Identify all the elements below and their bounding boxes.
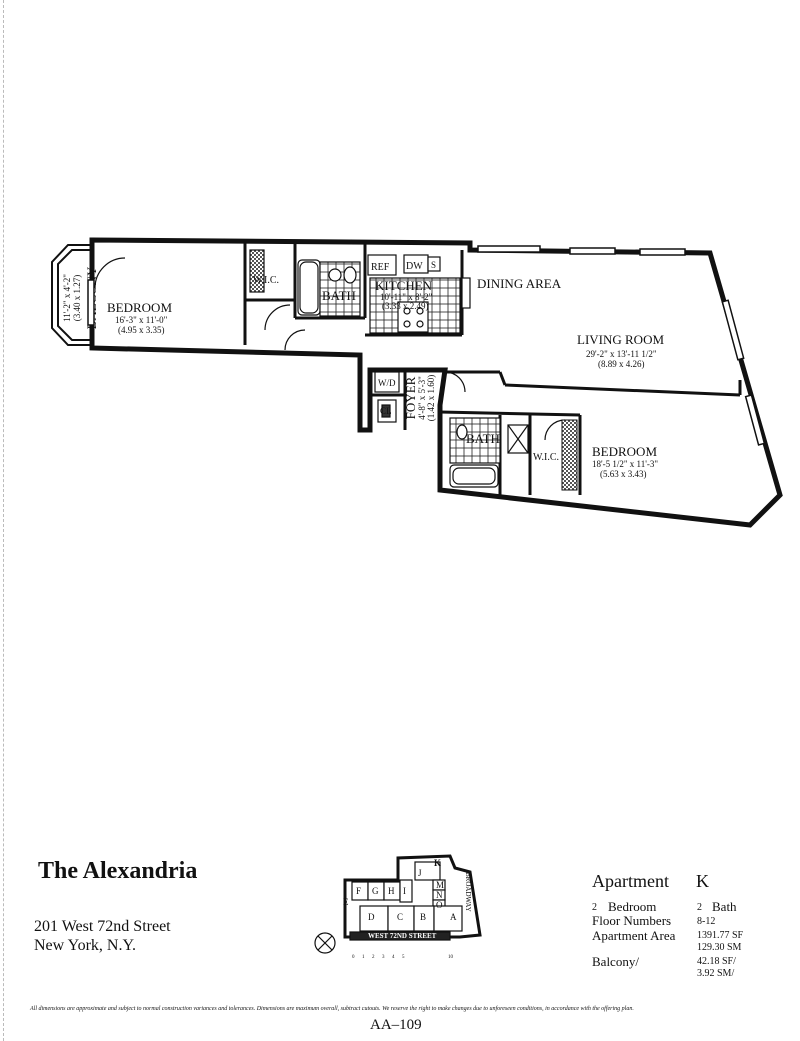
scale-bar: 0 1 2 3 4 5 10 [352,955,454,960]
key-unit-m: M [436,880,444,890]
key-unit-e: E [343,897,349,907]
living-dims-ft: 29'-2" x 13'-11 1/2" [586,349,657,359]
key-unit-c: C [397,912,403,922]
foyer-label: FOYER [403,376,418,419]
key-street: WEST 72ND STREET [368,932,437,940]
wic2-shelf [561,419,578,491]
bath1-label: BATH [322,288,356,303]
kitchen-fixtures [367,254,471,334]
living-dims-m: (8.89 x 4.26) [598,359,645,369]
svg-text:10: 10 [448,955,454,960]
key-unit-h: H [388,886,395,896]
kitchen-dims-m: (3.33 x 2.49) [382,301,429,311]
balcony-dims-m: (3.40 x 1.27) [72,275,82,322]
balcony-sm: 3.92 SM/ [697,968,735,979]
bedroom1-dims-ft: 16'-3" x 11'-0" [115,315,168,325]
key-unit-i: I [403,886,406,896]
bedroom-label: Bedroom [608,899,657,914]
balcony-dims-ft: 11'-2" x 4'-2" [62,274,72,322]
svg-text:3: 3 [382,955,385,960]
key-plan-labels: K J F G H I M N O E D C B A WEST 72ND ST… [343,858,472,940]
exterior-walls [89,237,783,528]
kitchen-dims-ft: 10'-11" x 8'-2" [380,292,433,302]
page-edge [3,0,4,1041]
key-unit-g: G [372,886,379,896]
area-sf: 1391.77 SF [697,930,744,941]
bedroom2-label: BEDROOM [592,444,657,459]
key-unit-n: N [436,890,443,900]
foyer-fixtures [374,371,466,423]
foyer-dims-ft: 4'-8" x 5'-3" [417,376,427,420]
kitchen-s: S [431,260,436,270]
foyer-wd: W/D [378,378,396,388]
bath2-fixtures [449,417,566,488]
foyer-dims-m: (1.42 x 1.60) [426,375,436,422]
kitchen-ref: REF [371,262,390,273]
living-label: LIVING ROOM [577,332,664,347]
bath1-fixtures [297,259,361,317]
svg-text:0: 0 [352,955,355,960]
floor-value: 8-12 [697,916,716,927]
key-unit-a: A [450,912,457,922]
bath2-label: BATH [466,431,500,446]
bath-count: 2 [697,902,702,913]
key-unit-d: D [368,912,375,922]
wic2-label: W.I.C. [533,452,559,463]
document-code: AA–109 [370,1017,422,1033]
bedroom2-dims-m: (5.63 x 3.43) [600,469,647,479]
key-unit-k: K [434,858,441,868]
wic1-label: W.I.C. [253,275,279,286]
svg-text:5: 5 [402,955,405,960]
floor-label: Floor Numbers [592,913,672,928]
key-avenue: BROADWAY [464,872,472,912]
key-unit-f: F [356,886,361,896]
bedroom1-label: BEDROOM [107,300,172,315]
kitchen-label: KITCHEN [375,278,433,293]
svg-text:2: 2 [372,955,375,960]
balcony-sf: 42.18 SF/ [697,956,736,967]
area-label: Apartment Area [592,928,676,943]
disclaimer: All dimensions are approximate and subje… [30,1006,634,1012]
address-line2: New York, N.Y. [34,937,136,954]
svg-text:4: 4 [392,955,395,960]
address-line1: 201 West 72nd Street [34,918,171,935]
dining-label: DINING AREA [477,276,562,291]
key-unit-j: J [418,868,422,878]
windows [87,245,766,446]
balcony-area-label: Balcony/ [592,954,639,969]
building-name: The Alexandria [38,858,198,884]
key-unit-b: B [420,912,426,922]
svg-text:1: 1 [362,955,365,960]
bedroom2-dims-ft: 18'-5 1/2" x 11'-3" [592,459,658,469]
apartment-letter: K [696,871,709,891]
balcony [51,244,92,346]
apartment-title: Apartment [592,871,669,891]
foyer-cl: CL [380,406,392,416]
bedroom-count: 2 [592,902,597,913]
bedroom1-fixtures [94,249,306,351]
key-unit-o: O [436,900,443,910]
bedroom1-dims-m: (4.95 x 3.35) [118,325,165,335]
bath-label: Bath [712,899,737,914]
kitchen-dw: DW [406,261,423,272]
area-sm: 129.30 SM [697,942,742,953]
key-plan [314,854,482,954]
